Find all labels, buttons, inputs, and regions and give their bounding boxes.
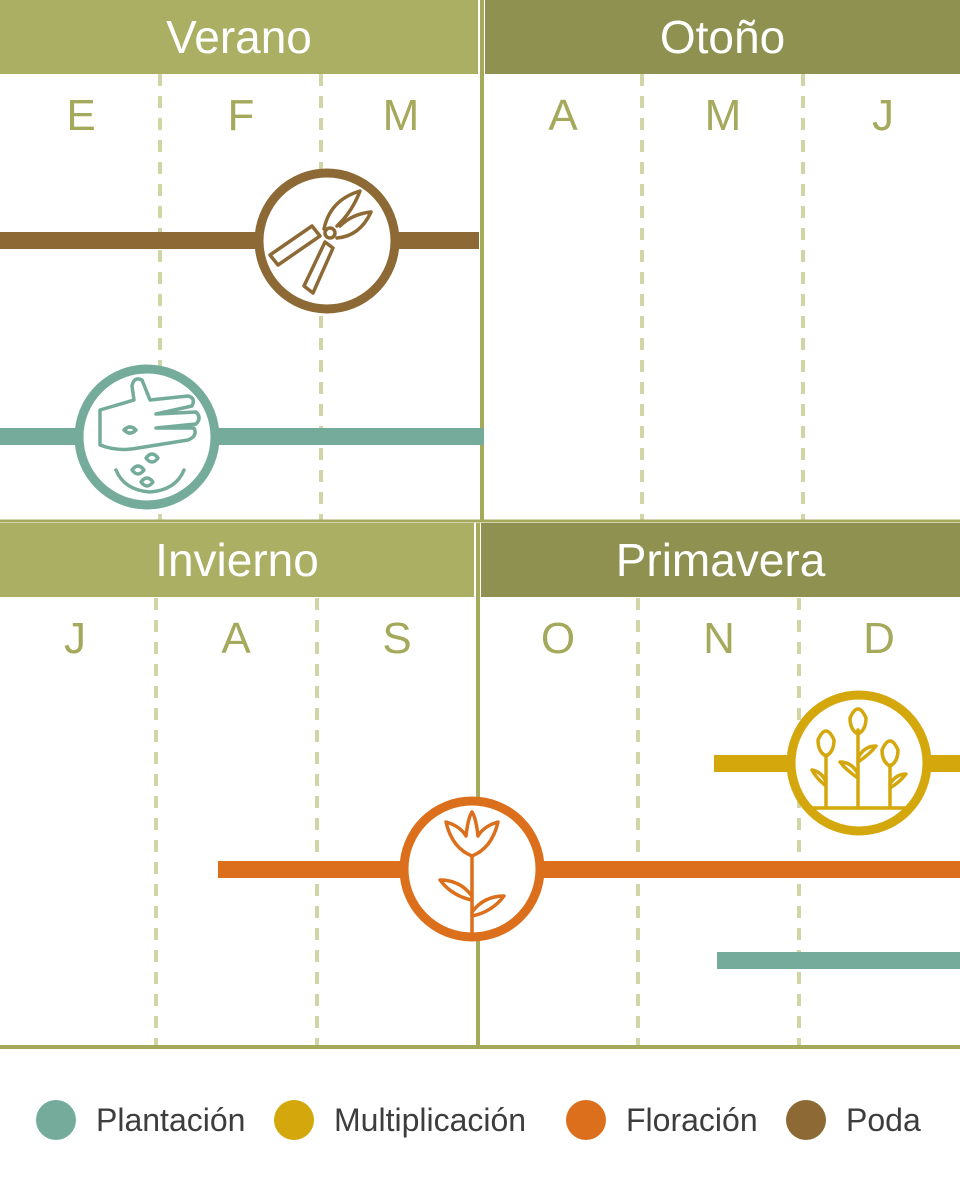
legend-label: Multiplicación	[334, 1101, 527, 1138]
season-label: Verano	[166, 11, 312, 63]
bottom-month-gridlines	[154, 598, 801, 1046]
month-label: A	[548, 91, 578, 140]
month-label: N	[703, 614, 735, 663]
legend-item-plantacion: Plantación	[36, 1090, 245, 1150]
month-label: O	[540, 614, 576, 663]
month-label: M	[382, 91, 420, 140]
month-label: J	[872, 91, 894, 140]
month-label: F	[227, 91, 255, 140]
legend-dot	[786, 1100, 826, 1140]
seedlings-icon	[786, 690, 932, 836]
month-label: E	[66, 91, 96, 140]
legend-item-poda: Poda	[786, 1090, 921, 1150]
plantacion-bar-2	[717, 952, 960, 969]
month-label: D	[863, 614, 895, 663]
legend-item-multiplicacion: Multiplicación	[274, 1090, 526, 1150]
legend-dot	[274, 1100, 314, 1140]
top-month-gridlines	[158, 74, 805, 520]
legend-label: Plantación	[96, 1101, 246, 1138]
season-label: Primavera	[615, 534, 826, 586]
hand-sowing-seeds-icon	[74, 364, 220, 510]
season-label: Invierno	[155, 534, 319, 586]
legend-item-floracion: Floración	[566, 1090, 758, 1150]
legend-label: Poda	[846, 1101, 921, 1138]
plantacion-bar	[0, 428, 484, 445]
season-header-winter: Invierno	[0, 523, 474, 597]
poda-bar	[0, 232, 479, 249]
month-label: J	[64, 614, 86, 663]
season-header-autumn: Otoño	[485, 0, 960, 74]
floracion-bar	[218, 861, 960, 878]
season-label: Otoño	[659, 11, 786, 63]
legend-dot	[36, 1100, 76, 1140]
month-label: A	[221, 614, 251, 663]
multiplicacion-bar	[714, 755, 960, 772]
pruning-shears-icon	[254, 168, 400, 314]
season-header-spring: Primavera	[481, 523, 960, 597]
legend-dot	[566, 1100, 606, 1140]
legend: Plantación Multiplicación Floración Poda	[0, 1090, 960, 1150]
month-label: S	[382, 614, 412, 663]
month-label: M	[704, 91, 742, 140]
legend-label: Floración	[626, 1101, 758, 1138]
flowering-plant-icon	[399, 796, 545, 942]
season-header-summer: Verano	[0, 0, 478, 74]
